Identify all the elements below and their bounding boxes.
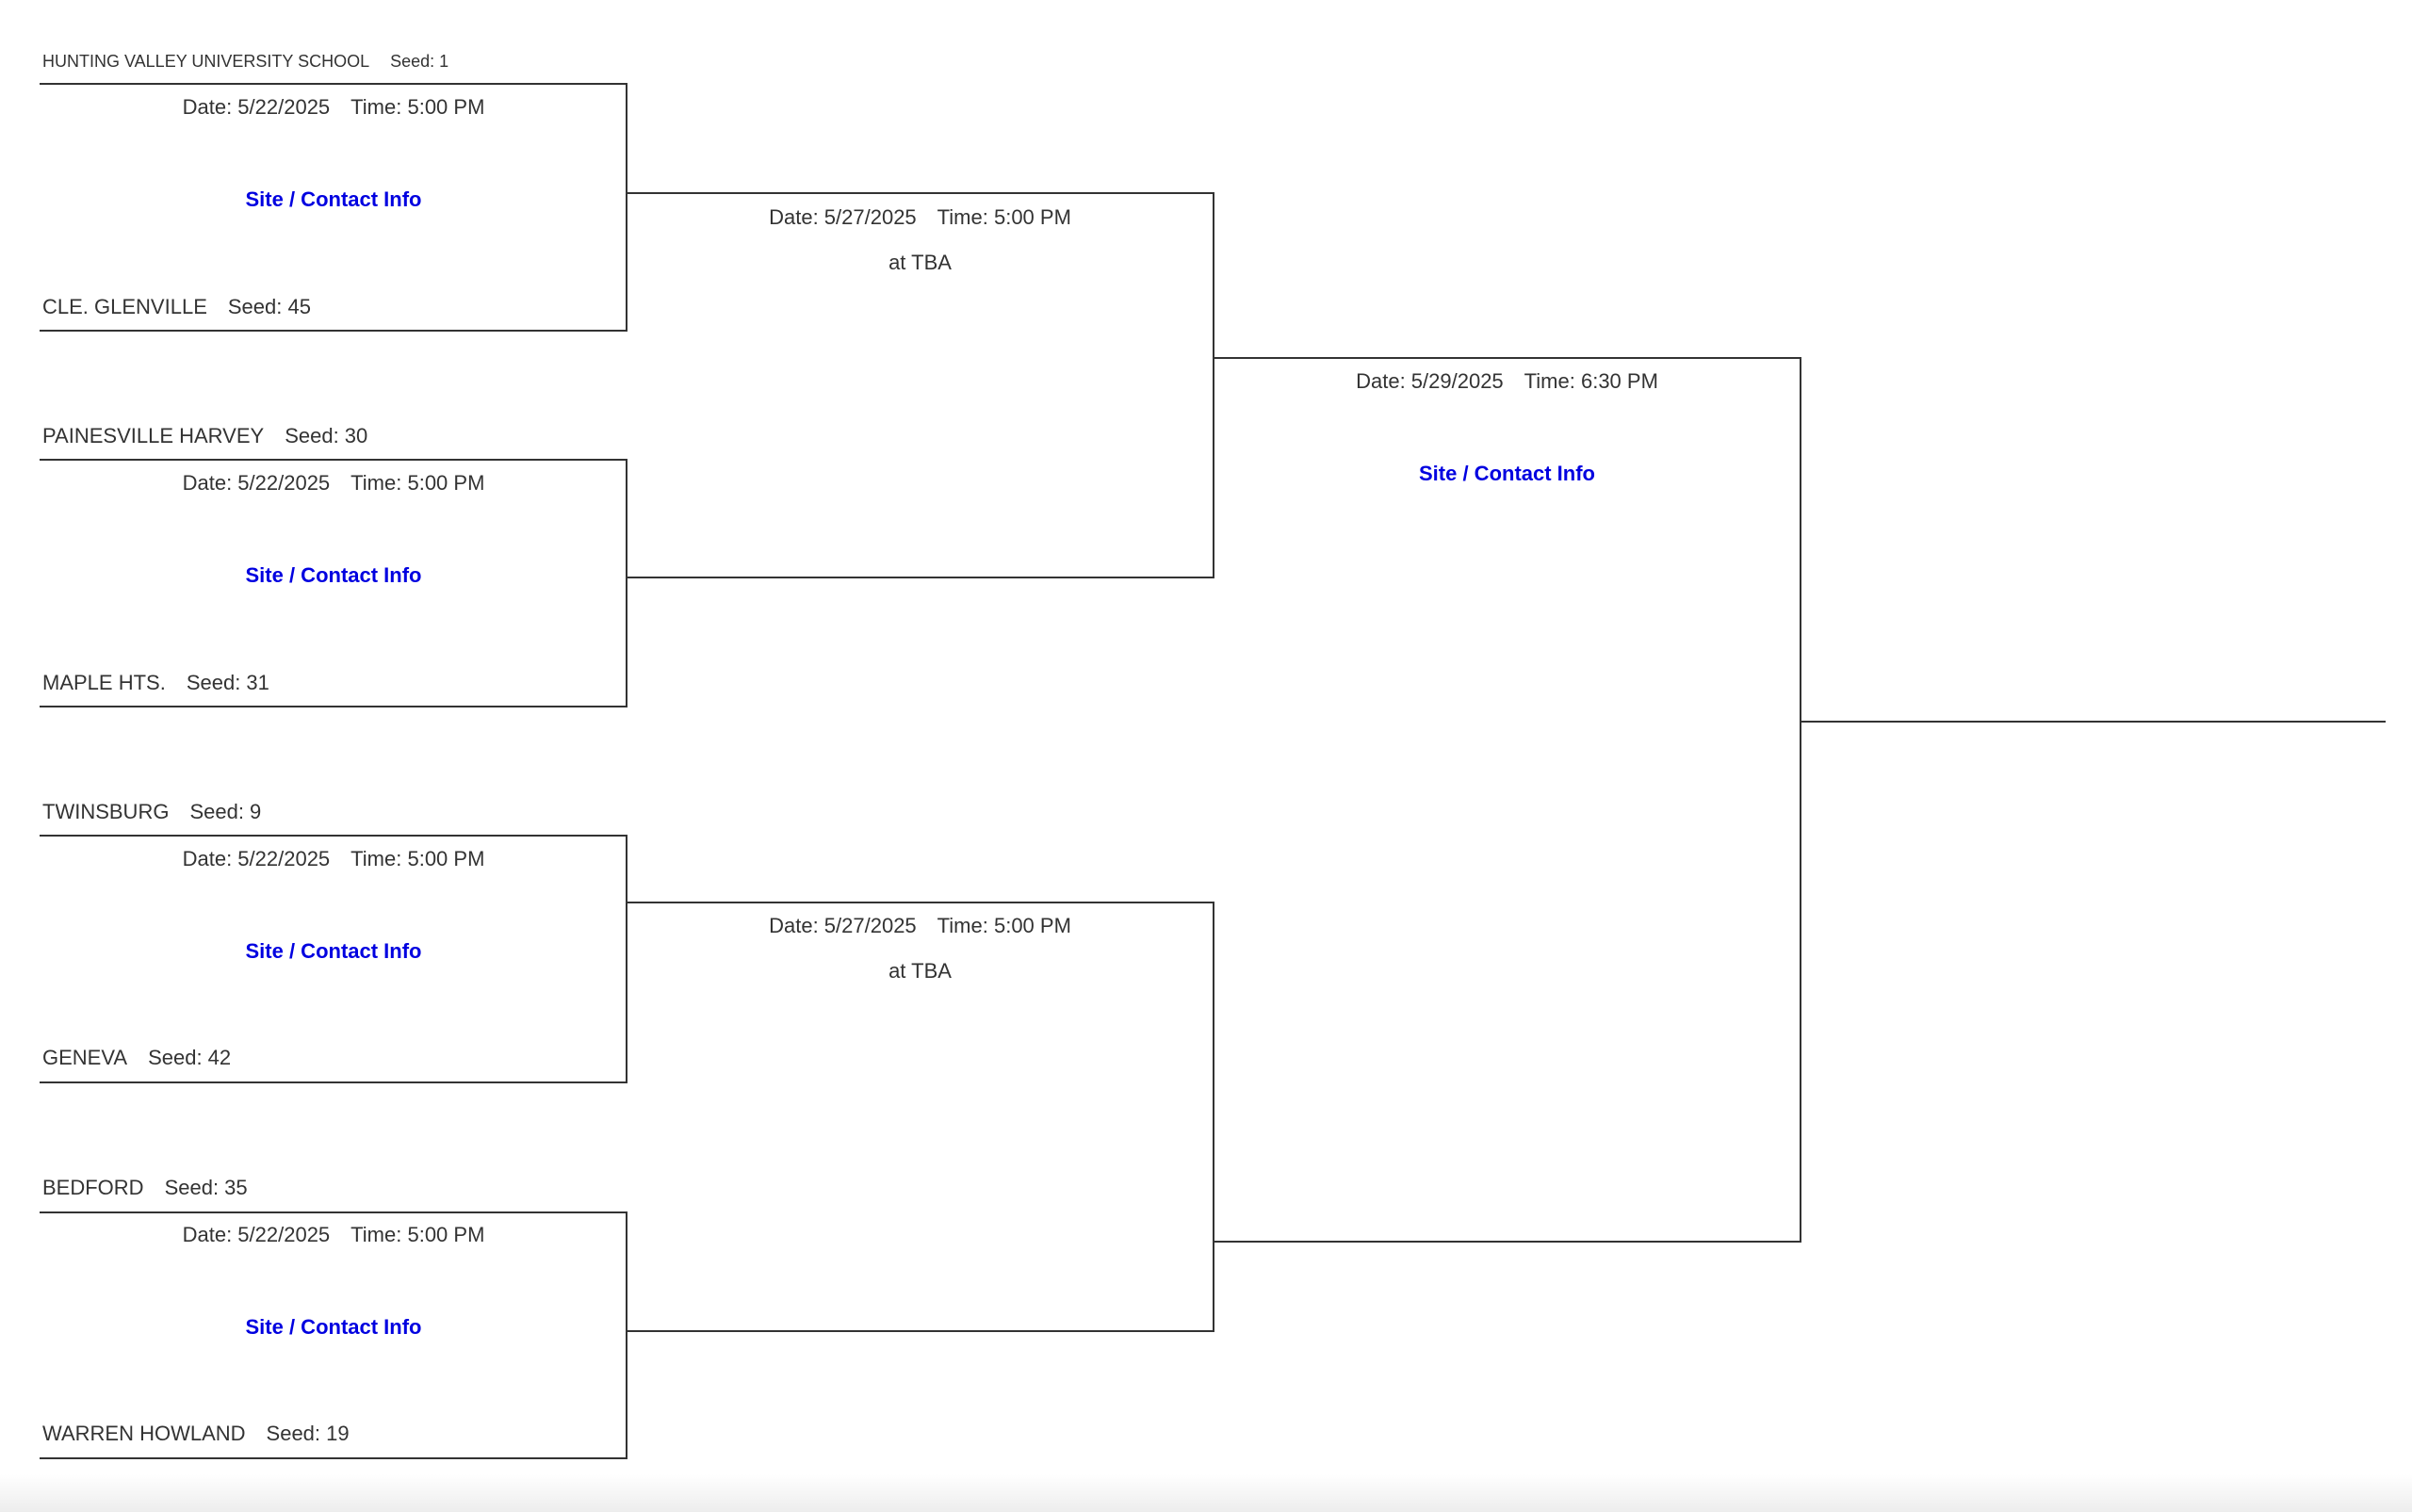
team-name: HUNTING VALLEY UNIVERSITY SCHOOL [42, 52, 370, 71]
bracket-line [40, 1457, 627, 1459]
game-schedule: Date: 5/22/2025 Time: 5:00 PM [40, 847, 627, 871]
game-schedule: Date: 5/27/2025 Time: 5:00 PM [626, 914, 1214, 938]
game-date: Date: 5/22/2025 [182, 471, 331, 495]
game-schedule: Date: 5/22/2025 Time: 5:00 PM [40, 95, 627, 120]
bracket-line [1213, 357, 1801, 359]
team-seed: Seed: 35 [164, 1176, 248, 1199]
bracket-line [626, 902, 1214, 903]
site-contact-info-link[interactable]: Site / Contact Info [245, 1315, 422, 1339]
bracket-line [1800, 357, 1801, 1243]
game-time: Time: 5:00 PM [350, 471, 485, 495]
team-name: BEDFORD [42, 1176, 144, 1199]
bracket-line [40, 1081, 627, 1083]
game-venue: at TBA [888, 251, 952, 274]
game-time: Time: 5:00 PM [937, 914, 1071, 937]
team-name: MAPLE HTS. [42, 671, 166, 694]
bracket-line [40, 1211, 627, 1213]
bracket-line [626, 1211, 627, 1459]
game-time: Time: 5:00 PM [350, 847, 485, 870]
site-contact-info-link[interactable]: Site / Contact Info [1419, 462, 1595, 485]
team-name: PAINESVILLE HARVEY [42, 424, 265, 447]
bracket-line [1213, 192, 1214, 578]
team-name: TWINSBURG [42, 800, 170, 823]
game-time: Time: 5:00 PM [937, 205, 1071, 229]
game-date: Date: 5/27/2025 [769, 205, 917, 229]
team-slot: PAINESVILLE HARVEY Seed: 30 [42, 424, 367, 448]
game-time: Time: 5:00 PM [350, 1223, 485, 1246]
team-name: WARREN HOWLAND [42, 1422, 246, 1445]
game-date: Date: 5/27/2025 [769, 914, 917, 937]
team-seed: Seed: 31 [186, 671, 269, 694]
winner-line [1800, 721, 2386, 723]
bracket-line [626, 1330, 1214, 1332]
game-schedule: Date: 5/22/2025 Time: 5:00 PM [40, 471, 627, 496]
bracket-line [1213, 902, 1214, 1332]
game-date: Date: 5/22/2025 [182, 1223, 331, 1246]
team-slot: GENEVA Seed: 42 [42, 1046, 231, 1070]
team-seed: Seed: 30 [285, 424, 368, 447]
site-contact-info-link[interactable]: Site / Contact Info [245, 939, 422, 963]
team-seed: Seed: 19 [266, 1422, 350, 1445]
bracket-line [626, 577, 1214, 578]
team-seed: Seed: 9 [189, 800, 262, 823]
bracket-line [626, 192, 1214, 194]
team-slot: TWINSBURG Seed: 9 [42, 800, 261, 824]
team-slot: CLE. GLENVILLE Seed: 45 [42, 295, 311, 319]
site-contact-info-link[interactable]: Site / Contact Info [245, 187, 422, 211]
game-schedule: Date: 5/22/2025 Time: 5:00 PM [40, 1223, 627, 1247]
team-slot: WARREN HOWLAND Seed: 19 [42, 1422, 350, 1446]
site-contact-info-link[interactable]: Site / Contact Info [245, 563, 422, 587]
bracket-line [626, 459, 627, 707]
game-schedule: Date: 5/27/2025 Time: 5:00 PM [626, 205, 1214, 230]
bracket-line [40, 706, 627, 707]
game-time: Time: 6:30 PM [1524, 369, 1658, 393]
bracket-line [626, 835, 627, 1083]
game-venue: at TBA [888, 959, 952, 983]
game-date: Date: 5/29/2025 [1356, 369, 1504, 393]
page-bottom-shadow [0, 1474, 2412, 1512]
team-name: CLE. GLENVILLE [42, 295, 207, 318]
game-date: Date: 5/22/2025 [182, 847, 331, 870]
bracket-line [40, 459, 627, 461]
bracket-line [1213, 1241, 1801, 1243]
team-seed: Seed: 1 [390, 52, 449, 71]
game-time: Time: 5:00 PM [350, 95, 485, 119]
team-name: GENEVA [42, 1046, 128, 1069]
team-seed: Seed: 45 [227, 295, 311, 318]
bracket-line [40, 835, 627, 837]
team-seed: Seed: 42 [148, 1046, 232, 1069]
bracket-line [40, 83, 627, 85]
bracket-line [626, 83, 627, 332]
team-slot: HUNTING VALLEY UNIVERSITY SCHOOL Seed: 1 [42, 49, 448, 73]
team-slot: MAPLE HTS. Seed: 31 [42, 671, 269, 695]
game-date: Date: 5/22/2025 [182, 95, 331, 119]
game-schedule: Date: 5/29/2025 Time: 6:30 PM [1213, 369, 1801, 394]
team-slot: BEDFORD Seed: 35 [42, 1176, 248, 1200]
bracket-line [40, 330, 627, 332]
